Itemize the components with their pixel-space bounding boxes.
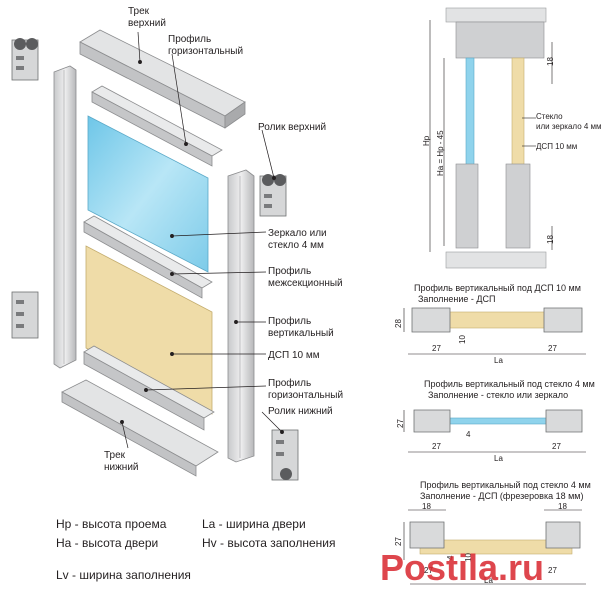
section-3-dim-right: 27 — [548, 566, 557, 575]
section-1-dim-thickness: 10 — [458, 335, 467, 344]
section-2-title: Профиль вертикальный под стекло 4 мм — [424, 379, 595, 389]
section-3-title: Профиль вертикальный под стекло 4 мм — [420, 480, 591, 490]
label-track-bottom: Трек нижний — [104, 450, 139, 473]
label-track-top: Трек верхний — [128, 6, 166, 29]
roller-bottom-left-icon — [11, 291, 39, 339]
section-1-dim-height: 28 — [394, 319, 403, 328]
legend-ha: Ha - высота двери — [56, 536, 159, 550]
label-profile-vertical: Профиль вертикальный — [268, 316, 334, 339]
chipboard-panel — [85, 245, 213, 415]
bottom-horizontal-profile — [83, 345, 215, 431]
section-3-drawing — [403, 509, 586, 585]
label-roller-bottom: Ролик нижний — [268, 406, 333, 417]
label-roller-top: Ролик верхний — [258, 122, 327, 133]
label-profile-intersection: Профиль межсекционный — [268, 266, 343, 289]
side-chipboard-label: ДСП 10 мм — [536, 142, 578, 151]
section-3-dim-height: 27 — [394, 537, 403, 546]
section-3-dim-top-left: 18 — [422, 502, 431, 511]
roller-top-right-icon — [259, 174, 287, 217]
left-vertical-profile — [53, 65, 77, 369]
section-2-drawing — [403, 409, 586, 453]
label-chipboard: ДСП 10 мм — [268, 350, 320, 361]
watermark: Postila.ru — [380, 547, 545, 588]
side-view — [429, 7, 553, 269]
section-2-dim-thickness: 4 — [466, 430, 471, 439]
section-3-dim-width: La — [484, 576, 493, 585]
side-dim-18-bottom: 18 — [546, 235, 555, 244]
side-dim-ha: Ha = Hp - 45 — [436, 130, 445, 176]
section-2-dim-height: 27 — [396, 419, 405, 428]
side-dim-hp: Hp — [422, 135, 431, 146]
section-1-drawing — [403, 307, 586, 355]
section-3-subtitle: Заполнение - ДСП (фрезеровка 18 мм) — [420, 491, 584, 501]
section-2-dim-width: La — [494, 454, 503, 463]
side-glass-label: Стекло или зеркало 4 мм — [536, 112, 602, 131]
section-2-subtitle: Заполнение - стекло или зеркало — [428, 390, 569, 400]
label-profile-horizontal-top: Профиль горизонтальный — [168, 34, 244, 57]
right-vertical-profile — [227, 169, 255, 463]
leader-lines — [120, 31, 284, 449]
section-1-subtitle: Заполнение - ДСП — [418, 294, 496, 304]
section-3-dim-top-right: 18 — [558, 502, 567, 511]
top-track — [79, 29, 246, 129]
roller-bottom-right-icon — [271, 429, 299, 481]
section-1-dim-right: 27 — [548, 344, 557, 353]
section-1-dim-left: 27 — [432, 344, 441, 353]
roller-top-left-icon — [11, 38, 39, 81]
section-3-dim-left: 27 — [424, 566, 433, 575]
label-mirror-or-glass: Зеркало или стекло 4 мм — [268, 228, 327, 251]
section-1-dim-width: La — [494, 356, 503, 365]
section-2-dim-left: 27 — [432, 442, 441, 451]
top-horizontal-profile — [91, 85, 223, 167]
side-dim-18-top: 18 — [546, 57, 555, 66]
glass-panel — [87, 115, 209, 273]
section-2-dim-right: 27 — [552, 442, 561, 451]
section-1-title: Профиль вертикальный под ДСП 10 мм — [414, 283, 581, 293]
legend-lv: Lv - ширина заполнения — [56, 568, 191, 582]
legend-hv: Hv - высота заполнения — [202, 536, 336, 550]
legend-la: La - ширина двери — [202, 517, 306, 531]
bottom-track — [61, 379, 219, 477]
legend-hp: Hp - высота проема — [56, 517, 167, 531]
label-profile-horizontal-bottom: Профиль горизонтальный — [268, 378, 344, 401]
intersection-profile — [83, 215, 213, 299]
